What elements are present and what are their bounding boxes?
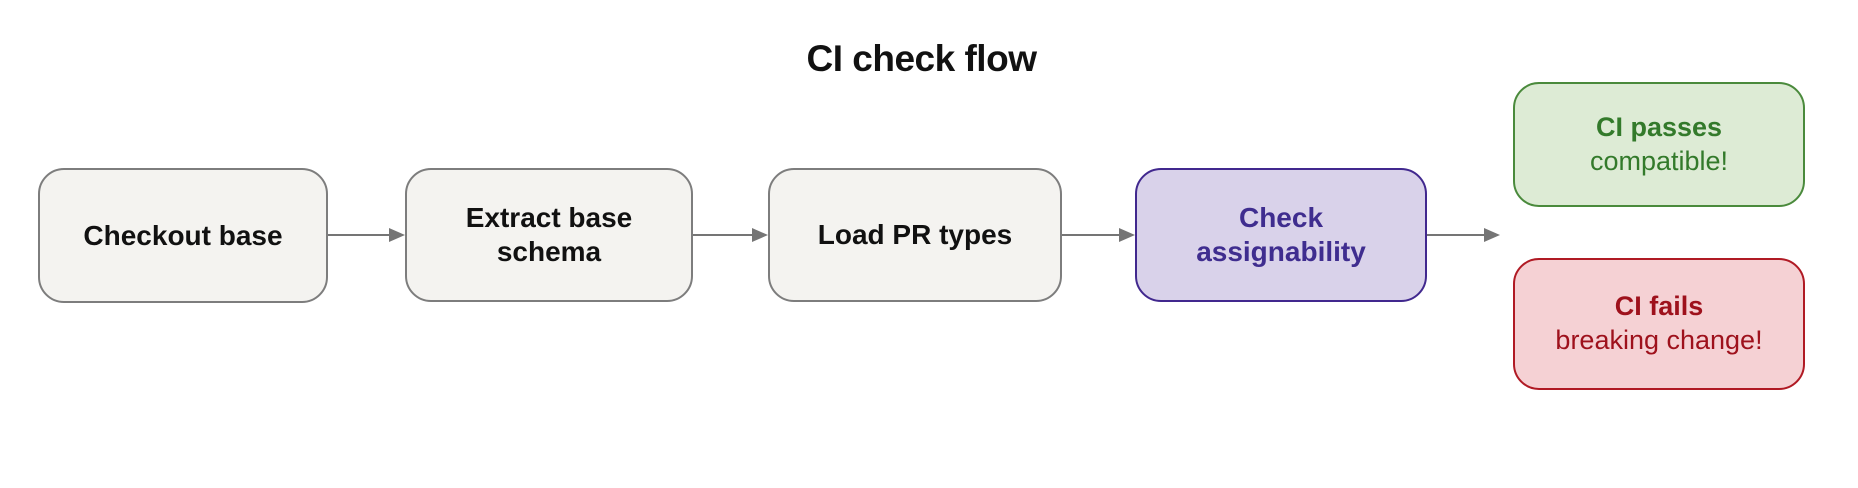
node-extract-base-schema-label: Extract base schema <box>465 202 633 267</box>
node-load-pr-types: Load PR types <box>768 168 1062 302</box>
arrow-line <box>1062 233 1122 237</box>
arrow-head-icon <box>752 228 768 242</box>
node-load-pr-types-label: Load PR types <box>817 219 1013 251</box>
node-ci-passes-label: CI passes <box>1595 111 1723 142</box>
diagram-title: CI check flow <box>806 38 1037 79</box>
node-ci-passes-sublabel: compatible! <box>1589 145 1729 176</box>
node-checkout-base: Checkout base <box>38 168 328 303</box>
arrow-load-to-check <box>1062 228 1135 242</box>
node-checkout-base-label: Checkout base <box>83 219 283 251</box>
arrow-head-icon <box>1484 228 1500 242</box>
arrow-head-icon <box>1119 228 1135 242</box>
arrow-line <box>693 233 755 237</box>
node-ci-fails: CI fails breaking change! <box>1513 258 1805 390</box>
node-ci-passes: CI passes compatible! <box>1513 82 1805 207</box>
node-extract-base-schema: Extract base schema <box>405 168 693 302</box>
node-check-assignability: Check assignability <box>1135 168 1427 302</box>
arrow-line <box>1427 233 1487 237</box>
node-check-assignability-label: Check assignability <box>1196 202 1366 267</box>
node-ci-fails-sublabel: breaking change! <box>1555 325 1763 355</box>
arrow-line <box>328 233 392 237</box>
arrow-extract-to-load <box>693 228 768 242</box>
arrow-head-icon <box>389 228 405 242</box>
arrow-checkout-to-extract <box>328 228 405 242</box>
arrow-check-to-outcomes <box>1427 228 1500 242</box>
node-ci-fails-label: CI fails <box>1614 291 1704 322</box>
